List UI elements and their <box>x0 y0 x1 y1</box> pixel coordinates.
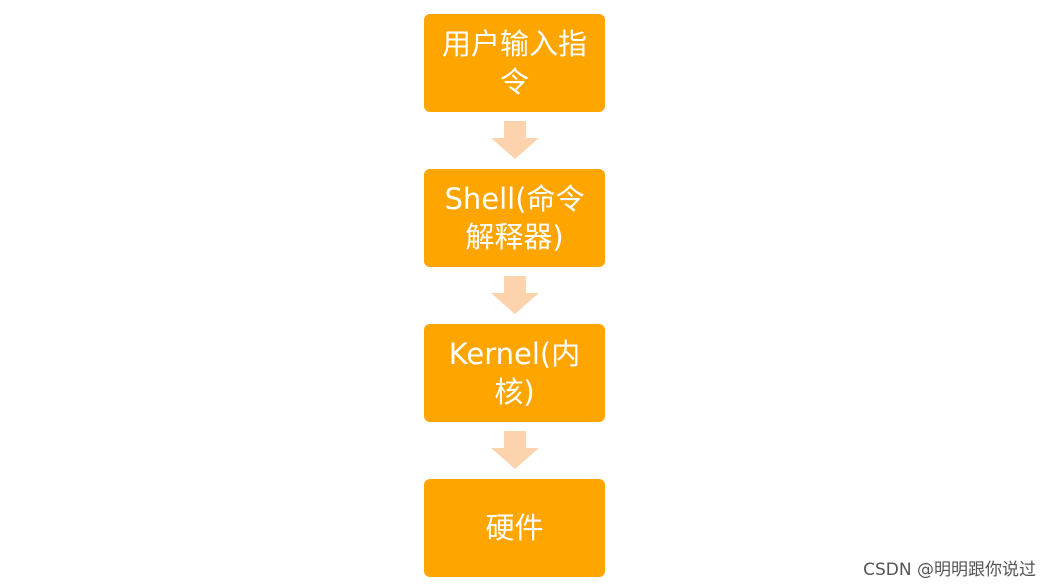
node-hardware-label: 硬件 <box>485 511 544 545</box>
node-kernel-label: Kernel(内核) <box>448 337 581 409</box>
node-kernel: Kernel(内核) <box>424 324 605 422</box>
node-user-input-label: 用户输入指令 <box>441 27 587 99</box>
down-arrow-icon <box>491 121 539 159</box>
node-shell: Shell(命令解释器) <box>424 169 605 267</box>
node-shell-label: Shell(命令解释器) <box>444 182 585 254</box>
watermark: CSDN @明明跟你说过 <box>863 560 1036 580</box>
node-hardware: 硬件 <box>424 479 605 577</box>
node-user-input: 用户输入指令 <box>424 14 605 112</box>
down-arrow-icon <box>491 431 539 469</box>
down-arrow-icon <box>491 276 539 314</box>
